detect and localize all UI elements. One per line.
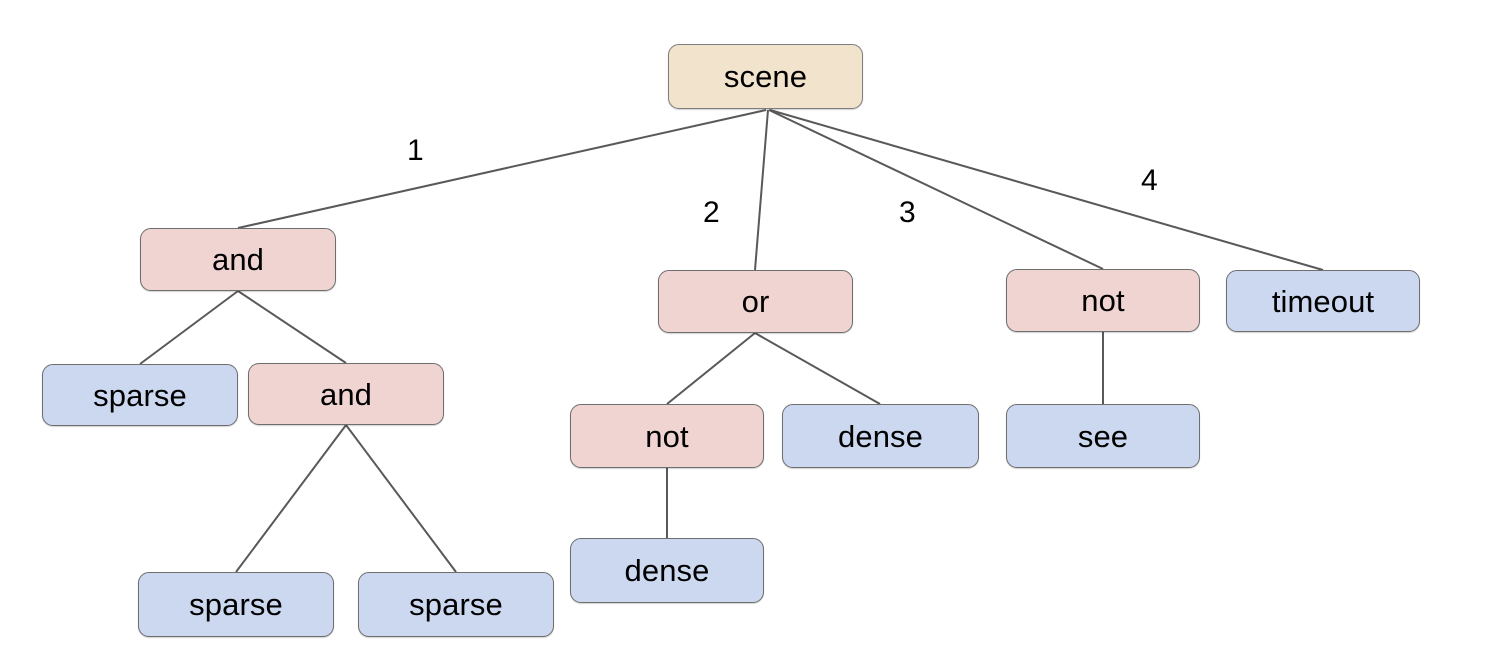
tree-node-scene[interactable]: scene (668, 44, 863, 109)
tree-node-and1[interactable]: and (140, 228, 336, 291)
tree-node-label: not (645, 418, 689, 454)
tree-edge-and2-to-sparse2 (235, 424, 347, 573)
tree-node-label: see (1077, 418, 1129, 454)
tree-node-label: not (1081, 283, 1125, 318)
tree-node-sparse1[interactable]: sparse (42, 364, 238, 426)
tree-edge-or1-to-dense1 (754, 332, 881, 405)
tree-node-label: dense (624, 553, 710, 588)
edge-label-3: 3 (899, 196, 916, 229)
tree-node-label: scene (723, 59, 808, 94)
tree-node-label: sparse (409, 587, 503, 622)
tree-edge-and1-to-sparse1 (139, 290, 239, 365)
tree-node-and2[interactable]: and (248, 363, 444, 425)
tree-node-label: and (211, 242, 265, 277)
tree-node-see[interactable]: see (1006, 404, 1200, 468)
tree-node-sparse3[interactable]: sparse (358, 572, 554, 637)
tree-edge-and2-to-sparse3 (345, 424, 457, 573)
tree-node-dense2[interactable]: dense (570, 538, 764, 603)
tree-edge-scene-to-timeout (769, 109, 1324, 271)
tree-edge-scene-to-or1 (754, 109, 769, 271)
edge-label-2: 2 (703, 196, 720, 229)
tree-edge-scene-to-not1 (768, 109, 1104, 270)
tree-edge-scene-to-and1 (237, 109, 767, 229)
edge-label-4: 4 (1141, 164, 1158, 197)
tree-node-label: dense (838, 418, 923, 454)
edge-label-1: 1 (407, 134, 424, 167)
tree-node-dense1[interactable]: dense (782, 404, 979, 468)
tree-node-label: timeout (1271, 283, 1375, 319)
tree-node-label: sparse (93, 377, 187, 413)
tree-node-sparse2[interactable]: sparse (138, 572, 334, 637)
tree-edge-and1-to-and2 (237, 290, 347, 364)
tree-node-label: or (741, 284, 770, 319)
tree-node-or1[interactable]: or (658, 270, 853, 333)
tree-node-not1[interactable]: not (1006, 269, 1200, 332)
tree-node-not2[interactable]: not (570, 404, 764, 468)
tree-node-label: sparse (189, 587, 283, 622)
tree-node-label: and (319, 376, 373, 412)
tree-node-timeout[interactable]: timeout (1226, 270, 1420, 332)
tree-edge-or1-to-not2 (666, 332, 756, 405)
